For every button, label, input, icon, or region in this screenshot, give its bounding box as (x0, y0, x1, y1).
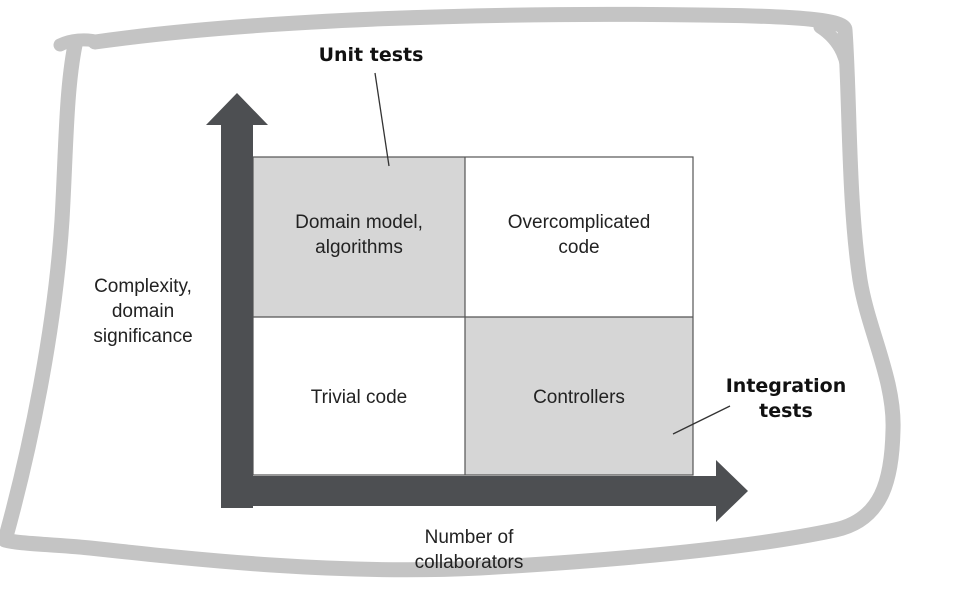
y-axis-arrow (206, 93, 268, 508)
y-axis-label-line-3: significance (93, 326, 193, 347)
quadrant-top-left-cell (253, 157, 465, 317)
quadrant-top-left-label-line-2: algorithms (315, 237, 403, 258)
sketch-border-overlap (53, 20, 855, 97)
y-axis-label: Complexity, domain significance (80, 274, 206, 349)
x-axis-label: Number of collaborators (394, 525, 544, 575)
quadrant-bottom-left-label: Trivial code (310, 387, 408, 408)
unit-tests-leader-line (374, 72, 390, 167)
y-axis-label-line-2: domain (111, 301, 175, 322)
quadrant-bottom-right-cell (465, 317, 693, 475)
x-axis-arrow (221, 460, 748, 522)
quadrant-top-right-label: Overcomplicated code (465, 210, 693, 260)
x-axis-label-line-1: Number of (424, 527, 514, 548)
quadrant-top-right-label-line-2: code (558, 237, 600, 258)
quadrant-bottom-left-cell (253, 317, 465, 475)
y-axis-label-line-1: Complexity, (94, 276, 192, 297)
integration-tests-callout-line-2: tests (759, 400, 813, 422)
x-axis-label-line-2: collaborators (414, 552, 524, 573)
quadrant-top-left-label-line-1: Domain model, (295, 212, 423, 233)
integration-tests-callout: Integration tests (724, 374, 848, 424)
unit-tests-callout: Unit tests (318, 44, 424, 66)
integration-tests-callout-line-1: Integration (725, 375, 847, 397)
quadrant-top-right-label-line-1: Overcomplicated (507, 212, 651, 233)
quadrant-top-right-cell (465, 157, 693, 317)
quadrant-top-left-label: Domain model, algorithms (253, 210, 465, 260)
sketch-border (0, 6, 901, 578)
integration-tests-leader-line (672, 405, 731, 435)
quadrant-bottom-right-label: Controllers (533, 387, 625, 408)
